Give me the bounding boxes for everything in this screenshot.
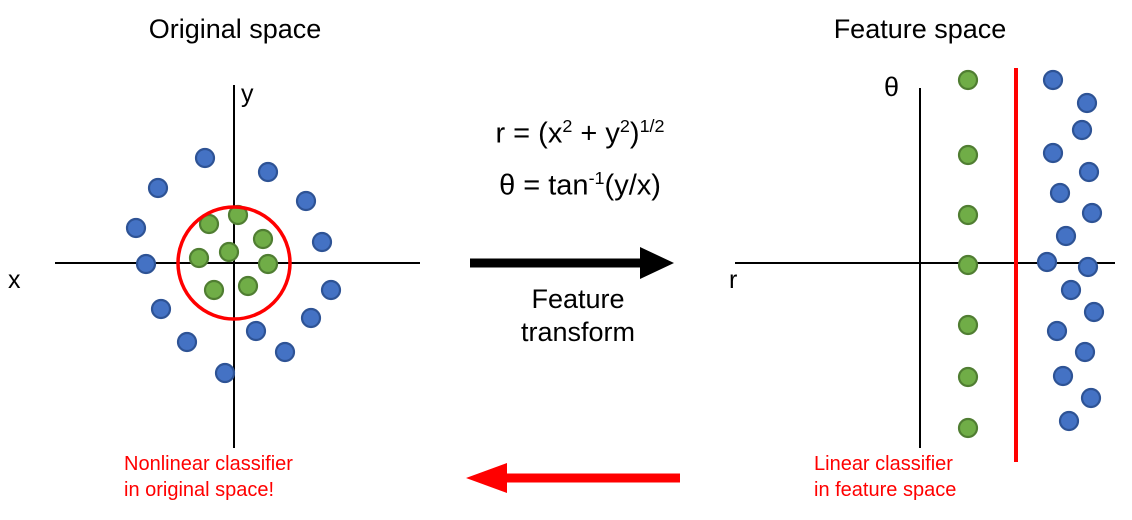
- left-green-dot-group: [188, 204, 279, 301]
- blue-dot: [1074, 341, 1096, 363]
- blue-dot: [1049, 182, 1071, 204]
- linear-classifier-caption-line2: in feature space: [814, 479, 957, 501]
- formula-r-text: r = (x: [495, 117, 563, 150]
- blue-dot: [147, 177, 169, 199]
- formula-theta-text: (y/x): [604, 169, 661, 202]
- formula-r-exp-1: 2: [562, 116, 573, 136]
- linear-classifier-caption: Linear classifier in feature space: [814, 451, 956, 503]
- green-dot: [957, 69, 979, 91]
- left-boundary-group: [176, 205, 292, 321]
- blue-dot: [194, 147, 216, 169]
- blue-dot: [150, 298, 172, 320]
- original-space-title: Original space: [148, 14, 322, 44]
- blue-dot: [1081, 202, 1103, 224]
- blue-dot: [1080, 387, 1102, 409]
- green-dot: [257, 253, 279, 275]
- formula-r-exp-2: 2: [619, 116, 630, 136]
- left-blue-dot-group: [125, 147, 342, 384]
- blue-dot: [300, 307, 322, 329]
- nonlinear-classifier-caption-line1: Nonlinear classifier: [124, 453, 293, 475]
- right-green-dot-group: [957, 69, 979, 439]
- blue-dot: [1078, 161, 1100, 183]
- blue-dot: [1042, 69, 1064, 91]
- inverse-transform-arrow-head: [466, 463, 507, 493]
- nonlinear-decision-boundary-circle: [176, 205, 292, 321]
- blue-dot: [1046, 320, 1068, 342]
- blue-dot: [1071, 119, 1093, 141]
- blue-dot: [214, 362, 236, 384]
- blue-dot: [311, 231, 333, 253]
- formula-r-exp-3: 1/2: [639, 116, 665, 136]
- blue-dot: [245, 320, 267, 342]
- theta-axis-label: θ: [884, 72, 900, 102]
- green-dot: [957, 366, 979, 388]
- green-dot: [198, 213, 220, 235]
- green-dot: [957, 254, 979, 276]
- blue-dot: [295, 190, 317, 212]
- formula-theta-text: θ = tan: [499, 169, 589, 202]
- formula-r-text: ): [629, 117, 640, 150]
- blue-dot: [257, 161, 279, 183]
- green-dot: [203, 279, 225, 301]
- y-axis-label: y: [241, 80, 254, 108]
- formula-r-text: + y: [572, 117, 620, 150]
- blue-dot: [1052, 365, 1074, 387]
- green-dot: [957, 314, 979, 336]
- green-dot: [957, 144, 979, 166]
- green-dot: [957, 417, 979, 439]
- right-blue-dot-group: [1036, 69, 1105, 432]
- inverse-transform-arrow: [466, 463, 680, 493]
- feature-transform-arrow: [470, 247, 674, 279]
- feature-transform-label: Feature transform: [475, 283, 681, 349]
- blue-dot: [1042, 142, 1064, 164]
- transform-formulas: r = (x2 + y2)1/2 θ = tan-1(y/x): [435, 104, 725, 207]
- feature-transform-label-line2: transform: [520, 317, 636, 347]
- blue-dot: [1060, 279, 1082, 301]
- feature-transform-arrow-shaft: [470, 258, 642, 268]
- formula-theta: θ = tan-1(y/x): [435, 156, 725, 208]
- r-axis-label: r: [729, 266, 738, 294]
- green-dot: [957, 204, 979, 226]
- blue-dot: [1076, 92, 1098, 114]
- blue-dot: [1077, 256, 1099, 278]
- blue-dot: [320, 279, 342, 301]
- blue-dot: [1058, 410, 1080, 432]
- nonlinear-classifier-caption: Nonlinear classifier in original space!: [124, 451, 293, 503]
- blue-dot: [1036, 251, 1058, 273]
- blue-dot: [1055, 225, 1077, 247]
- blue-dot: [176, 331, 198, 353]
- feature-space-title: Feature space: [833, 14, 1007, 44]
- x-axis-label: x: [8, 266, 21, 294]
- linear-classifier-caption-line1: Linear classifier: [814, 453, 953, 475]
- inverse-transform-arrow-shaft: [505, 473, 680, 483]
- blue-dot: [274, 341, 296, 363]
- nonlinear-classifier-caption-line2: in original space!: [124, 479, 275, 501]
- green-dot: [218, 241, 240, 263]
- blue-dot: [135, 253, 157, 275]
- green-dot: [237, 275, 259, 297]
- green-dot: [188, 247, 210, 269]
- blue-dot: [125, 217, 147, 239]
- formula-r: r = (x2 + y2)1/2: [435, 104, 725, 156]
- feature-transform-arrow-head: [640, 247, 674, 279]
- blue-dot: [1083, 301, 1105, 323]
- formula-theta-exp: -1: [588, 167, 605, 188]
- feature-transform-label-line1: Feature: [531, 284, 625, 314]
- green-dot: [252, 228, 274, 250]
